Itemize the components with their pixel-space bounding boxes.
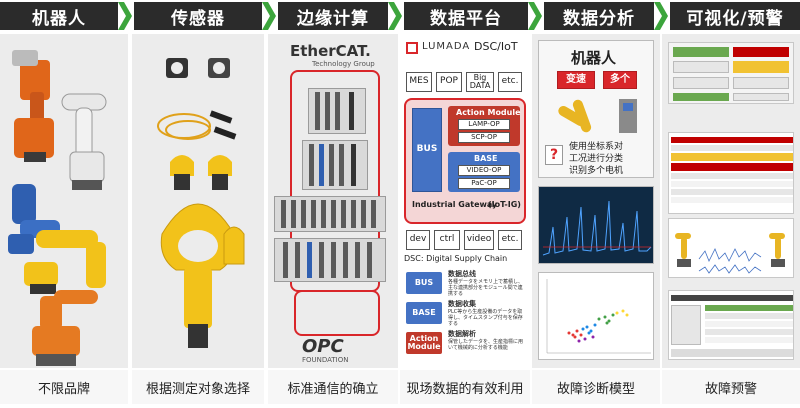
action-module-label: Action Module — [456, 108, 521, 117]
platform-title: DSC/IoT — [474, 40, 518, 53]
caption-robot: 不限品牌 — [0, 370, 128, 404]
stage-label: 传感器 — [171, 8, 225, 29]
dev-box: dev — [406, 230, 430, 250]
plc-controller — [308, 88, 366, 134]
video-op-box: VIDEO-OP — [458, 165, 510, 176]
detail-dashboard — [668, 290, 794, 360]
scatter-chart-panel — [538, 272, 654, 360]
caption-platform: 现场数据的有效利用 — [400, 370, 530, 404]
plc-rack — [274, 196, 386, 232]
pop-box: POP — [436, 72, 462, 92]
legend-action-chip: Action Module — [406, 332, 442, 354]
mes-box: MES — [406, 72, 432, 92]
robot-trend-dashboard — [668, 218, 794, 278]
pipeline-header: 机器人 传感器 边缘计算 数据平台 数据分析 可视化/预警 — [0, 0, 800, 32]
industrial-robots-illustration — [8, 50, 107, 366]
legend-action-desc: 保管したデータを、生産指標に用いて機械的に分析する機能 — [448, 339, 524, 351]
trend-chart — [675, 233, 785, 274]
etc-top-box: etc. — [498, 72, 522, 92]
caption-text: 故障预警 — [704, 381, 757, 397]
caption-text: 故障诊断模型 — [556, 381, 635, 397]
caption-text: 根据测定对象选择 — [145, 381, 250, 397]
lumada-logo: LUMADA — [422, 41, 471, 52]
ethercat-subtitle: Technology Group — [312, 60, 375, 68]
caption-visual: 故障预警 — [662, 370, 800, 404]
stage-label: 可视化/预警 — [686, 8, 784, 29]
iot-ig-label: (IoT-IG) — [488, 200, 521, 209]
chevron-right-icon — [388, 2, 402, 30]
analysis-desc-line1: 使用坐标系对 — [569, 142, 624, 152]
sensors-illustration — [157, 58, 245, 348]
caption-text: 标准通信的确立 — [287, 381, 379, 397]
analysis-desc-line2: 工况进行分类 — [569, 154, 624, 164]
chevron-right-icon — [654, 2, 668, 30]
stage-sensor-header: 传感器 — [134, 2, 262, 30]
stage-platform-header: 数据平台 — [404, 2, 528, 30]
tag-multiple: 多个 — [603, 71, 637, 89]
ethercat-logo: EtherCAT. — [290, 42, 371, 60]
video-box: video — [464, 230, 494, 250]
analysis-robot-title: 机器人 — [571, 49, 617, 67]
waveform-chart — [542, 200, 652, 256]
legend-base-desc: PLC等から生産設備のデータを取得し、タイムスタンプ付与を保存する — [448, 309, 523, 327]
stage-label: 边缘计算 — [297, 8, 369, 29]
sensor-column — [132, 34, 264, 368]
bigdata-box: Big DATA — [466, 72, 494, 92]
edge-column: EtherCAT. Technology Group OPC FOUNDATIO… — [268, 34, 398, 368]
stage-label: 机器人 — [32, 8, 86, 29]
caption-text: 现场数据的有效利用 — [406, 381, 524, 397]
bus-block: BUS — [412, 108, 442, 192]
monitor-dashboard — [668, 42, 794, 104]
robot-column — [0, 34, 128, 368]
legend-bus-chip: BUS — [406, 272, 442, 294]
legend-base-title: 数据收集 — [448, 300, 476, 308]
platform-column: LUMADA DSC/IoT MES POP Big DATA etc. BUS… — [400, 34, 530, 368]
visual-column — [662, 34, 800, 368]
lamp-op-box: LAMP-OP — [458, 119, 510, 130]
scp-op-box: SCP-OP — [458, 132, 510, 143]
pac-op-box: PaC-OP — [458, 178, 510, 189]
caption-text: 不限品牌 — [37, 381, 90, 397]
analysis-column: 机器人 变速 多个 ? 使用坐标系对 工况进行分类 识别多个电机 — [532, 34, 660, 368]
stage-analysis-header: 数据分析 — [544, 2, 654, 30]
analysis-desc-line3: 识别多个电机 — [569, 166, 624, 176]
chevron-right-icon — [528, 2, 542, 30]
legend-action-title: 数据解析 — [448, 330, 476, 338]
legend-bus-desc: 各種データをメモリ上で蓄積し、主な連携部分をモジュール間で連携する — [448, 279, 524, 297]
caption-analysis: 故障诊断模型 — [532, 370, 660, 404]
waveform-chart-panel — [538, 186, 654, 264]
stage-label: 数据平台 — [430, 8, 502, 29]
opc-logo: OPC — [302, 336, 344, 357]
ctrl-box: ctrl — [434, 230, 460, 250]
etc-bottom-box: etc. — [498, 230, 522, 250]
tag-variable-speed: 变速 — [557, 71, 595, 89]
legend-base-chip: BASE — [406, 302, 442, 324]
opc-frame — [294, 290, 380, 336]
lumada-logo-icon — [406, 42, 418, 54]
stage-visual-header: 可视化/预警 — [670, 2, 800, 30]
robot-model-panel: 机器人 变速 多个 ? 使用坐标系对 工况进行分类 识别多个电机 — [538, 40, 654, 178]
caption-edge: 标准通信的确立 — [268, 370, 398, 404]
cluster-scatter-chart — [546, 279, 651, 354]
stage-robot-header: 机器人 — [0, 2, 118, 30]
robot-arm-icon — [558, 99, 637, 133]
chevron-right-icon — [118, 2, 132, 30]
stage-label: 数据分析 — [563, 8, 635, 29]
dsc-note: DSC: Digital Supply Chain — [404, 254, 508, 263]
alert-table-dashboard — [668, 132, 794, 214]
question-mark: ? — [545, 145, 563, 165]
legend-bus-title: 数据总线 — [448, 270, 476, 278]
chevron-right-icon — [262, 2, 276, 30]
plc-io-module — [302, 140, 368, 190]
stage-edge-header: 边缘计算 — [278, 2, 388, 30]
base-label: BASE — [474, 154, 498, 163]
plc-rack-lower — [274, 238, 386, 282]
caption-sensor: 根据测定对象选择 — [132, 370, 264, 404]
gateway-label: Industrial Gateway — [412, 200, 498, 209]
opc-subtitle: FOUNDATION — [302, 356, 349, 364]
